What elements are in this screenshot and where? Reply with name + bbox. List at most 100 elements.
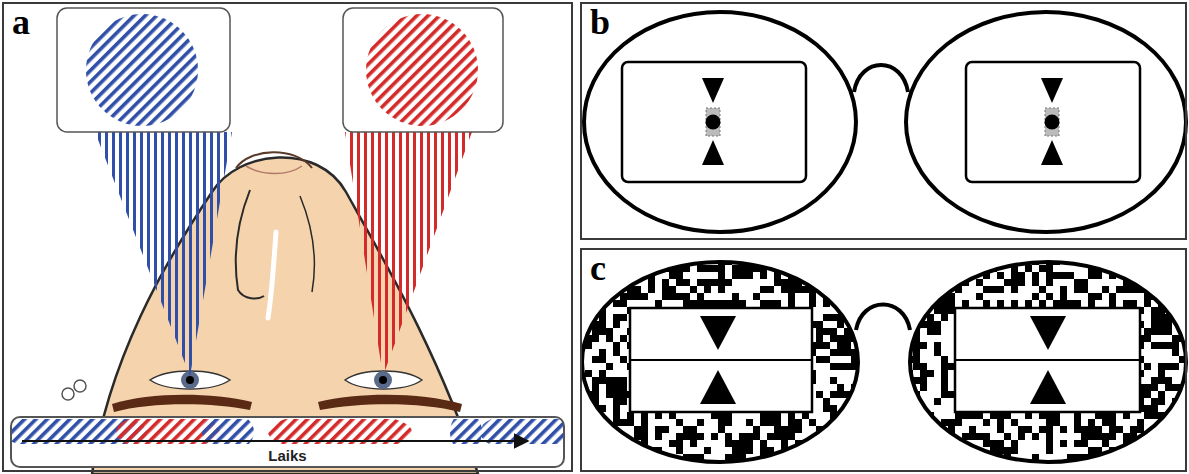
illustration-rect <box>627 447 634 454</box>
illustration-rect <box>976 454 983 461</box>
illustration-rect <box>1172 272 1179 279</box>
illustration-rect <box>906 300 913 307</box>
illustration-rect <box>1060 426 1067 433</box>
illustration-rect <box>823 440 830 447</box>
illustration-rect <box>913 356 920 363</box>
illustration-rect <box>990 258 997 265</box>
illustration-rect <box>927 321 934 328</box>
illustration-rect <box>683 433 690 440</box>
illustration-rect <box>830 279 837 286</box>
illustration-rect <box>662 293 669 300</box>
illustration-rect <box>966 62 1140 182</box>
illustration-rect <box>732 300 739 307</box>
illustration-rect <box>948 461 955 468</box>
illustration-rect <box>704 286 711 293</box>
illustration-rect <box>676 293 683 300</box>
illustration-rect <box>788 433 795 440</box>
illustration-rect <box>627 419 634 426</box>
illustration-rect <box>830 349 837 356</box>
illustration-rect <box>592 391 599 398</box>
illustration-rect <box>920 279 927 286</box>
illustration-rect <box>913 286 920 293</box>
illustration-rect <box>816 279 823 286</box>
illustration-rect <box>746 272 753 279</box>
illustration-rect <box>948 279 955 286</box>
illustration-rect <box>655 433 662 440</box>
illustration-rect <box>1151 321 1158 328</box>
illustration-rect <box>927 461 934 468</box>
illustration-rect <box>851 300 858 307</box>
illustration-rect <box>809 293 816 300</box>
illustration-rect <box>1081 279 1088 286</box>
illustration-rect <box>585 454 592 461</box>
illustration-rect <box>788 279 795 286</box>
illustration-rect <box>641 419 648 426</box>
illustration-rect <box>1046 293 1053 300</box>
illustration-rect <box>1123 300 1130 307</box>
illustration-rect <box>858 272 865 279</box>
illustration-rect <box>1172 307 1179 314</box>
illustration-rect <box>913 314 920 321</box>
illustration-rect <box>592 377 599 384</box>
illustration-rect <box>1130 265 1137 272</box>
illustration-rect <box>606 454 613 461</box>
illustration-rect <box>634 265 641 272</box>
illustration-rect <box>1151 454 1158 461</box>
illustration-ellipse <box>584 12 856 232</box>
illustration-path <box>856 305 910 331</box>
illustration-rect <box>1004 279 1011 286</box>
illustration-rect <box>941 384 948 391</box>
illustration-rect <box>844 300 851 307</box>
illustration-rect <box>606 335 613 342</box>
illustration-circle <box>1045 115 1060 130</box>
illustration-rect <box>927 447 934 454</box>
illustration-rect <box>1011 286 1018 293</box>
illustration-rect <box>920 363 927 370</box>
illustration-rect <box>599 440 606 447</box>
illustration-rect <box>1144 405 1151 412</box>
illustration-rect <box>739 433 746 440</box>
illustration-rect <box>1088 272 1095 279</box>
illustration-rect <box>599 286 606 293</box>
illustration-rect <box>1144 300 1151 307</box>
illustration-rect <box>697 300 704 307</box>
illustration-g <box>584 12 1186 232</box>
illustration-rect <box>1151 398 1158 405</box>
illustration-rect <box>990 440 997 447</box>
illustration-rect <box>1158 293 1165 300</box>
illustration-g <box>906 258 1189 468</box>
illustration-rect <box>774 461 781 468</box>
illustration-rect <box>1109 293 1116 300</box>
illustration-rect <box>704 279 711 286</box>
illustration-rect <box>948 454 955 461</box>
illustration-rect <box>823 328 830 335</box>
illustration-polygon <box>1030 316 1066 350</box>
illustration-rect <box>1165 377 1172 384</box>
illustration-rect <box>606 286 613 293</box>
illustration-rect <box>592 461 599 468</box>
illustration-rect <box>613 412 620 419</box>
illustration-rect <box>599 377 606 384</box>
illustration-rect <box>851 398 858 405</box>
illustration-rect <box>1074 419 1081 426</box>
illustration-rect <box>983 258 990 265</box>
illustration-rect <box>606 440 613 447</box>
illustration-rect <box>1144 328 1151 335</box>
illustration-rect <box>997 447 1004 454</box>
illustration-rect <box>669 440 676 447</box>
illustration-rect <box>830 405 837 412</box>
illustration-rect <box>774 426 781 433</box>
illustration-rect <box>941 370 948 377</box>
illustration-path <box>300 196 314 292</box>
illustration-rect <box>718 279 725 286</box>
illustration-rect <box>1025 265 1032 272</box>
illustration-rect <box>830 377 837 384</box>
illustration-g <box>3 8 572 474</box>
illustration-rect <box>620 377 627 384</box>
illustration-rect <box>962 300 969 307</box>
illustration-rect <box>1088 419 1095 426</box>
illustration-rect <box>599 370 606 377</box>
illustration-rect <box>620 384 627 391</box>
illustration-rect <box>1144 272 1151 279</box>
illustration-rect <box>725 279 732 286</box>
